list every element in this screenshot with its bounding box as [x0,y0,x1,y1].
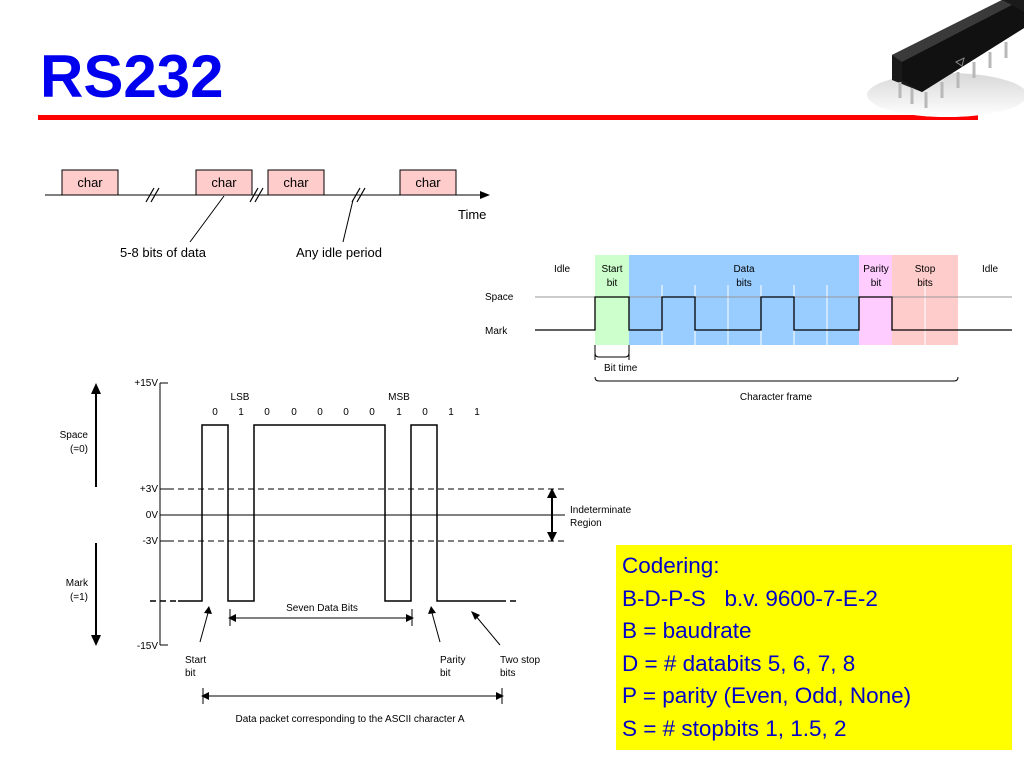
note-line: B = baudrate [622,618,752,643]
char-box: char [195,169,253,196]
svg-text:char: char [211,175,237,190]
svg-text:-15V: -15V [137,641,158,652]
packet-caption: Data packet corresponding to the ASCII c… [235,714,464,725]
svg-text:1: 1 [448,407,454,418]
break-marks [145,187,366,203]
caption-data-bits: 5-8 bits of data [120,245,207,260]
svg-text:bit: bit [185,668,196,679]
svg-text:0V: 0V [146,510,159,521]
svg-text:(=0): (=0) [70,444,88,455]
time-label: Time [458,207,486,222]
svg-text:bits: bits [736,278,752,289]
svg-text:0: 0 [264,407,270,418]
svg-text:0: 0 [317,407,323,418]
svg-text:bits: bits [500,668,516,679]
svg-text:0: 0 [291,407,297,418]
voltage-waveform-diagram: +15V +3V 0V -3V -15V Space (=0) Mark (=1… [60,378,632,725]
ic-chip-image [867,0,1024,117]
svg-text:bits: bits [917,278,933,289]
svg-text:0: 0 [369,407,375,418]
svg-text:Parity: Parity [863,264,889,275]
bit-time-label: Bit time [604,363,638,374]
svg-text:char: char [77,175,103,190]
svg-text:Start: Start [601,264,622,275]
svg-text:Mark: Mark [66,578,89,589]
svg-text:1: 1 [238,407,244,418]
mark-level-label: Mark [485,326,508,337]
svg-text:Parity: Parity [440,655,466,666]
idle-right-label: Idle [982,264,999,275]
note-line: Codering: [622,553,720,578]
character-frame-diagram: Idle Start bit Data bits Parity bit Stop… [485,255,1012,403]
seven-data-bits-label: Seven Data Bits [286,603,358,614]
char-box: char [399,169,457,196]
svg-text:char: char [283,175,309,190]
title-underline [38,115,978,120]
space-level-label: Space [485,292,514,303]
note-line: B-D-P-S b.v. 9600-7-E-2 [622,585,878,611]
svg-text:0: 0 [422,407,428,418]
char-box: char [61,169,119,196]
caption-idle-period: Any idle period [296,245,382,260]
svg-text:0: 0 [343,407,349,418]
svg-text:1: 1 [396,407,402,418]
svg-text:bit: bit [871,278,882,289]
char-box: char [267,169,325,196]
character-timing-diagram: char char char char Time 5-8 bits of dat… [45,169,490,260]
svg-text:char: char [415,175,441,190]
svg-text:(=1): (=1) [70,592,88,603]
svg-text:Stop: Stop [915,264,936,275]
svg-text:1: 1 [474,407,480,418]
note-line: S = # stopbits 1, 1.5, 2 [622,715,847,741]
bit-values: 0 1 0 0 0 0 0 1 0 1 1 [212,407,480,418]
svg-text:Start: Start [185,655,206,666]
note-line: D = # databits 5, 6, 7, 8 [622,650,856,676]
svg-text:Space: Space [60,430,89,441]
svg-text:+3V: +3V [140,484,158,495]
svg-text:-3V: -3V [142,536,158,547]
slide-title: RS232 [40,43,224,110]
svg-text:+15V: +15V [134,378,158,389]
svg-text:Region: Region [570,518,602,529]
character-frame-label: Character frame [740,392,813,403]
svg-text:bit: bit [440,668,451,679]
svg-text:Two stop: Two stop [500,655,540,666]
svg-text:Data: Data [733,264,755,275]
note-line: P = parity (Even, Odd, None) [622,683,912,708]
lsb-label: LSB [231,392,250,403]
msb-label: MSB [388,392,410,403]
idle-left-label: Idle [554,264,571,275]
svg-text:0: 0 [212,407,218,418]
svg-text:bit: bit [607,278,618,289]
svg-text:Indeterminate: Indeterminate [570,505,632,516]
coding-note-box: Codering: B-D-P-S b.v. 9600-7-E-2 B = ba… [616,545,1012,750]
